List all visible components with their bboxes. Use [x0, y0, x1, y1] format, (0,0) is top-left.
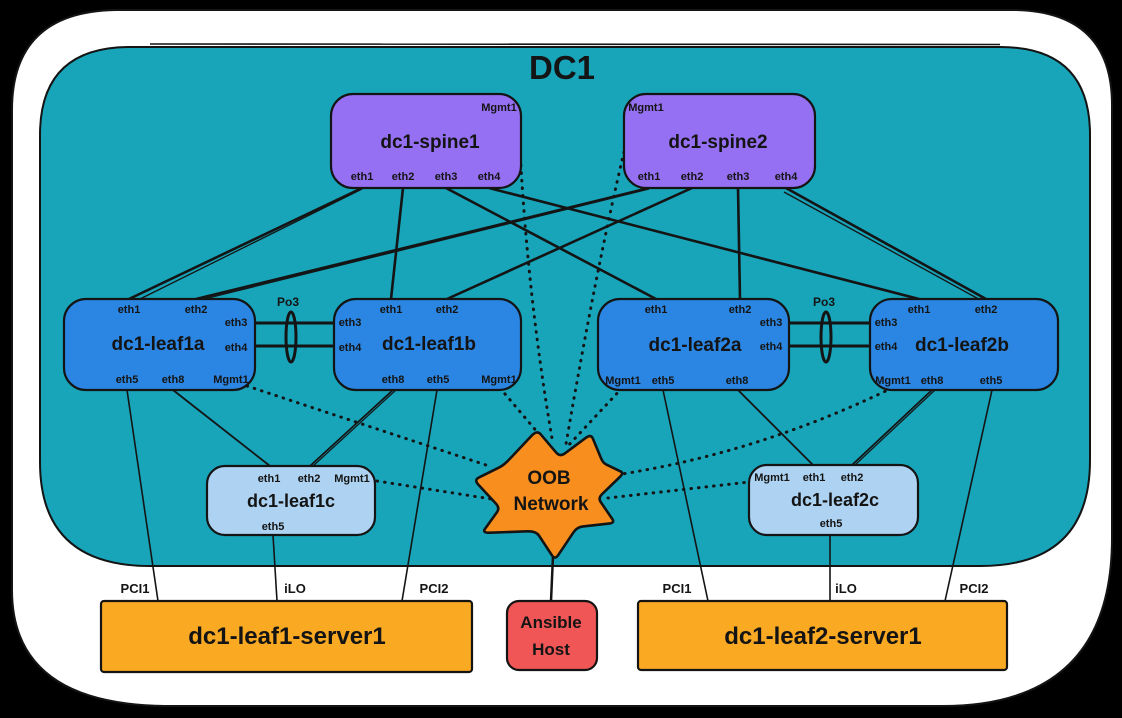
- svg-text:dc1-leaf1b: dc1-leaf1b: [382, 334, 476, 355]
- svg-text:Po3: Po3: [277, 295, 299, 309]
- svg-text:dc1-leaf2-server1: dc1-leaf2-server1: [724, 623, 921, 650]
- svg-text:Mgmt1: Mgmt1: [481, 102, 516, 114]
- svg-text:eth1: eth1: [380, 304, 403, 316]
- svg-text:eth2: eth2: [298, 473, 321, 485]
- svg-text:eth1: eth1: [638, 171, 661, 183]
- svg-text:eth1: eth1: [351, 171, 374, 183]
- svg-text:eth3: eth3: [727, 171, 750, 183]
- svg-text:eth1: eth1: [118, 304, 141, 316]
- svg-text:iLO: iLO: [284, 581, 306, 596]
- svg-text:eth1: eth1: [908, 304, 931, 316]
- svg-text:Host: Host: [532, 640, 570, 659]
- svg-text:eth1: eth1: [258, 473, 281, 485]
- svg-text:dc1-leaf2c: dc1-leaf2c: [791, 490, 879, 510]
- svg-text:eth2: eth2: [392, 171, 415, 183]
- svg-text:dc1-leaf1-server1: dc1-leaf1-server1: [188, 623, 385, 650]
- svg-text:PCI1: PCI1: [663, 581, 692, 596]
- svg-text:DC1: DC1: [529, 49, 595, 86]
- svg-text:eth3: eth3: [339, 317, 362, 329]
- svg-text:dc1-leaf1a: dc1-leaf1a: [112, 334, 205, 355]
- svg-text:eth8: eth8: [162, 374, 185, 386]
- svg-text:Network: Network: [514, 494, 589, 515]
- svg-text:Ansible: Ansible: [520, 613, 581, 632]
- svg-text:eth4: eth4: [875, 341, 899, 353]
- svg-text:PCI1: PCI1: [121, 581, 150, 596]
- svg-text:eth2: eth2: [841, 472, 864, 484]
- svg-text:eth5: eth5: [262, 521, 285, 533]
- svg-text:Mgmt1: Mgmt1: [605, 375, 640, 387]
- svg-text:Mgmt1: Mgmt1: [875, 375, 910, 387]
- svg-text:dc1-leaf2b: dc1-leaf2b: [915, 335, 1009, 356]
- svg-text:eth2: eth2: [975, 304, 998, 316]
- svg-text:eth5: eth5: [980, 375, 1003, 387]
- svg-text:eth8: eth8: [382, 374, 405, 386]
- svg-text:eth8: eth8: [726, 375, 749, 387]
- svg-text:dc1-spine1: dc1-spine1: [380, 132, 480, 153]
- svg-text:eth8: eth8: [921, 375, 944, 387]
- svg-text:Mgmt1: Mgmt1: [481, 374, 516, 386]
- svg-text:PCI2: PCI2: [420, 581, 449, 596]
- svg-text:dc1-spine2: dc1-spine2: [668, 132, 767, 153]
- svg-text:eth3: eth3: [875, 317, 898, 329]
- svg-text:Mgmt1: Mgmt1: [213, 374, 248, 386]
- svg-text:iLO: iLO: [835, 581, 857, 596]
- svg-text:Mgmt1: Mgmt1: [628, 102, 663, 114]
- svg-text:eth1: eth1: [645, 304, 668, 316]
- svg-text:Mgmt1: Mgmt1: [334, 473, 369, 485]
- svg-text:eth2: eth2: [436, 304, 459, 316]
- svg-text:eth3: eth3: [435, 171, 458, 183]
- svg-text:eth4: eth4: [775, 171, 799, 183]
- svg-text:eth4: eth4: [478, 171, 502, 183]
- svg-text:eth2: eth2: [729, 304, 752, 316]
- svg-text:eth1: eth1: [803, 472, 826, 484]
- svg-text:eth5: eth5: [116, 374, 139, 386]
- svg-text:eth3: eth3: [760, 317, 783, 329]
- svg-text:eth5: eth5: [427, 374, 450, 386]
- svg-text:eth5: eth5: [652, 375, 675, 387]
- svg-text:eth4: eth4: [760, 341, 784, 353]
- svg-text:eth5: eth5: [820, 518, 843, 530]
- svg-text:OOB: OOB: [527, 468, 570, 489]
- svg-text:dc1-leaf2a: dc1-leaf2a: [649, 335, 742, 356]
- svg-text:Po3: Po3: [813, 295, 835, 309]
- svg-text:eth2: eth2: [185, 304, 208, 316]
- svg-text:eth2: eth2: [681, 171, 704, 183]
- svg-text:eth3: eth3: [225, 317, 248, 329]
- svg-text:PCI2: PCI2: [960, 581, 989, 596]
- svg-text:eth4: eth4: [339, 342, 363, 354]
- svg-text:eth4: eth4: [225, 342, 249, 354]
- svg-text:Mgmt1: Mgmt1: [754, 472, 789, 484]
- svg-text:dc1-leaf1c: dc1-leaf1c: [247, 491, 335, 511]
